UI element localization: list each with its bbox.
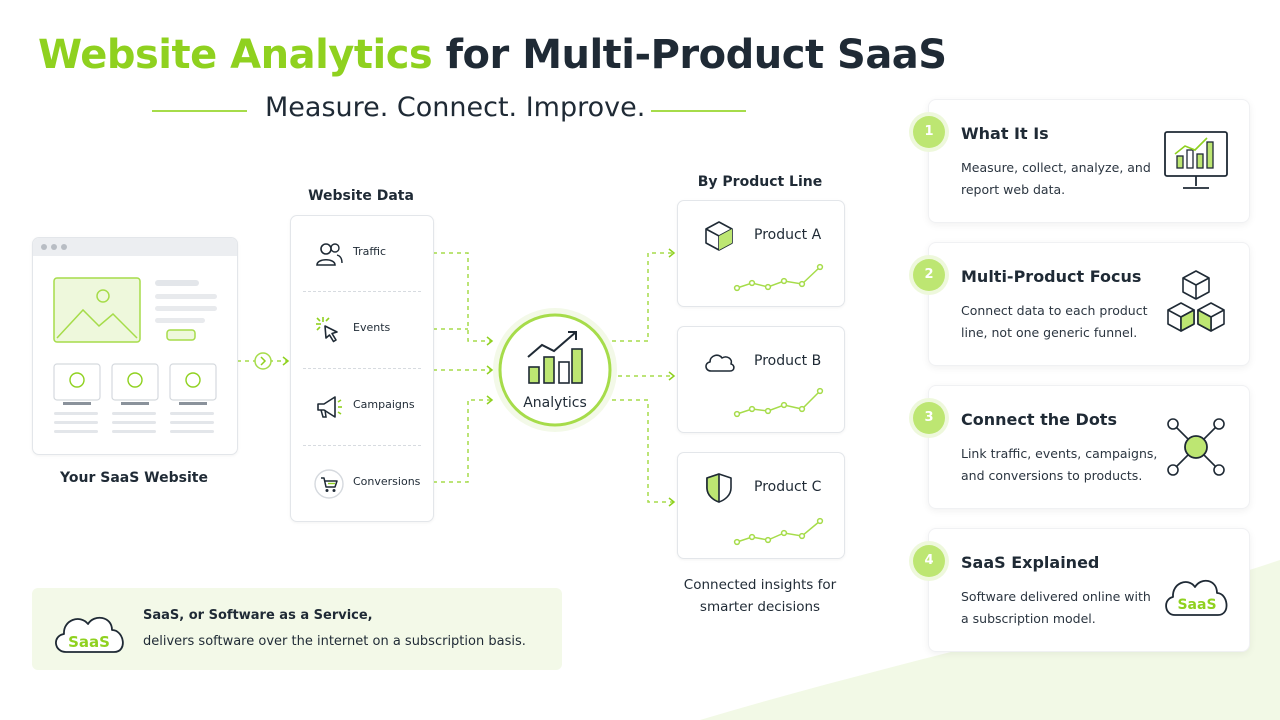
card-title: Multi-Product Focus: [961, 267, 1142, 286]
card-description: Connect data to each product line, not o…: [961, 303, 1148, 340]
cloud-icon: [705, 354, 735, 372]
card-description: Link traffic, events, campaigns, and con…: [961, 446, 1158, 483]
trend-sparkline-b: [733, 387, 824, 418]
product-card-c: Product C: [677, 452, 845, 559]
row-separator: [303, 368, 421, 369]
row-separator: [303, 291, 421, 292]
analytics-hub-circle: [493, 308, 617, 432]
cart-icon: [314, 469, 344, 499]
card-title: SaaS Explained: [961, 553, 1100, 572]
trend-sparkline-a: [733, 263, 824, 292]
card-title: What It Is: [961, 124, 1049, 143]
page-title: Website Analytics for Multi-Product SaaS: [38, 32, 947, 78]
product-card-b: Product B: [677, 326, 845, 433]
card-number-badge: 4: [913, 545, 945, 577]
website-label: Your SaaS Website: [60, 470, 208, 486]
saas-definition-box: SaaS SaaS, or Software as a Service, del…: [32, 588, 562, 670]
card-description: Software delivered online with a subscri…: [961, 589, 1151, 626]
info-card-saas-explained: 4 SaaS Explained Software delivered onli…: [913, 528, 1250, 652]
saas-cloud-icon: SaaS: [55, 616, 124, 653]
saas-cloud-text: SaaS: [68, 633, 110, 651]
data-label-campaigns: Campaigns: [353, 398, 415, 411]
trend-sparkline-c: [733, 517, 824, 546]
card-title: Connect the Dots: [961, 410, 1117, 429]
info-card-what-it-is: 1 What It Is Measure, collect, analyze, …: [913, 99, 1250, 223]
data-label-traffic: Traffic: [353, 245, 387, 258]
row-separator: [303, 445, 421, 446]
data-row-campaigns: Campaigns: [291, 369, 433, 445]
users-icon: [316, 243, 343, 266]
saas-definition-line2: delivers software over the internet on a…: [143, 634, 526, 649]
saas-cloud-icon: SaaS: [1165, 579, 1228, 616]
website-data-panel: Traffic Events Campaigns: [290, 215, 434, 522]
data-row-traffic: Traffic: [291, 216, 433, 292]
cursor-click-icon: [316, 317, 338, 343]
website-mockup: [32, 237, 238, 455]
product-name-b: Product B: [754, 353, 822, 369]
data-label-events: Events: [353, 321, 391, 334]
info-card-connect-dots: 3 Connect the Dots Link traffic, events,…: [913, 385, 1250, 509]
bar-chart-trend-icon: [527, 331, 583, 384]
stacked-cubes-icon: [1167, 270, 1225, 332]
card-cloud-text: SaaS: [1177, 597, 1216, 613]
analytics-hub: Analytics: [492, 303, 618, 437]
card-number-badge: 1: [913, 116, 945, 148]
megaphone-icon: [317, 396, 342, 418]
product-name-c: Product C: [754, 479, 822, 495]
website-data-heading: Website Data: [308, 188, 414, 204]
products-caption: Connected insights for smarter decisions: [683, 577, 837, 615]
website-mockup-graphic: [33, 238, 237, 433]
monitor-chart-icon: [1164, 131, 1228, 189]
product-name-a: Product A: [754, 227, 822, 243]
cube-icon: [705, 221, 733, 251]
data-row-conversions: Conversions: [291, 446, 433, 522]
saas-definition-line1: SaaS, or Software as a Service,: [143, 608, 373, 623]
card-description: Measure, collect, analyze, and report we…: [961, 160, 1151, 197]
analytics-hub-label: Analytics: [523, 395, 587, 411]
card-number-badge: 3: [913, 402, 945, 434]
data-label-conversions: Conversions: [353, 475, 421, 488]
subtitle-line-right: [651, 110, 746, 112]
shield-icon: [706, 473, 732, 503]
title-rest: for Multi-Product SaaS: [445, 32, 947, 78]
subtitle-line-left: [152, 110, 247, 112]
title-accent: Website Analytics: [38, 32, 433, 78]
network-nodes-icon: [1167, 418, 1225, 476]
products-heading: By Product Line: [697, 174, 823, 190]
card-number-badge: 2: [913, 259, 945, 291]
page-subtitle: Measure. Connect. Improve.: [265, 92, 646, 123]
info-card-multi-product: 2 Multi-Product Focus Connect data to ea…: [913, 242, 1250, 366]
data-row-events: Events: [291, 292, 433, 368]
product-card-a: Product A: [677, 200, 845, 307]
